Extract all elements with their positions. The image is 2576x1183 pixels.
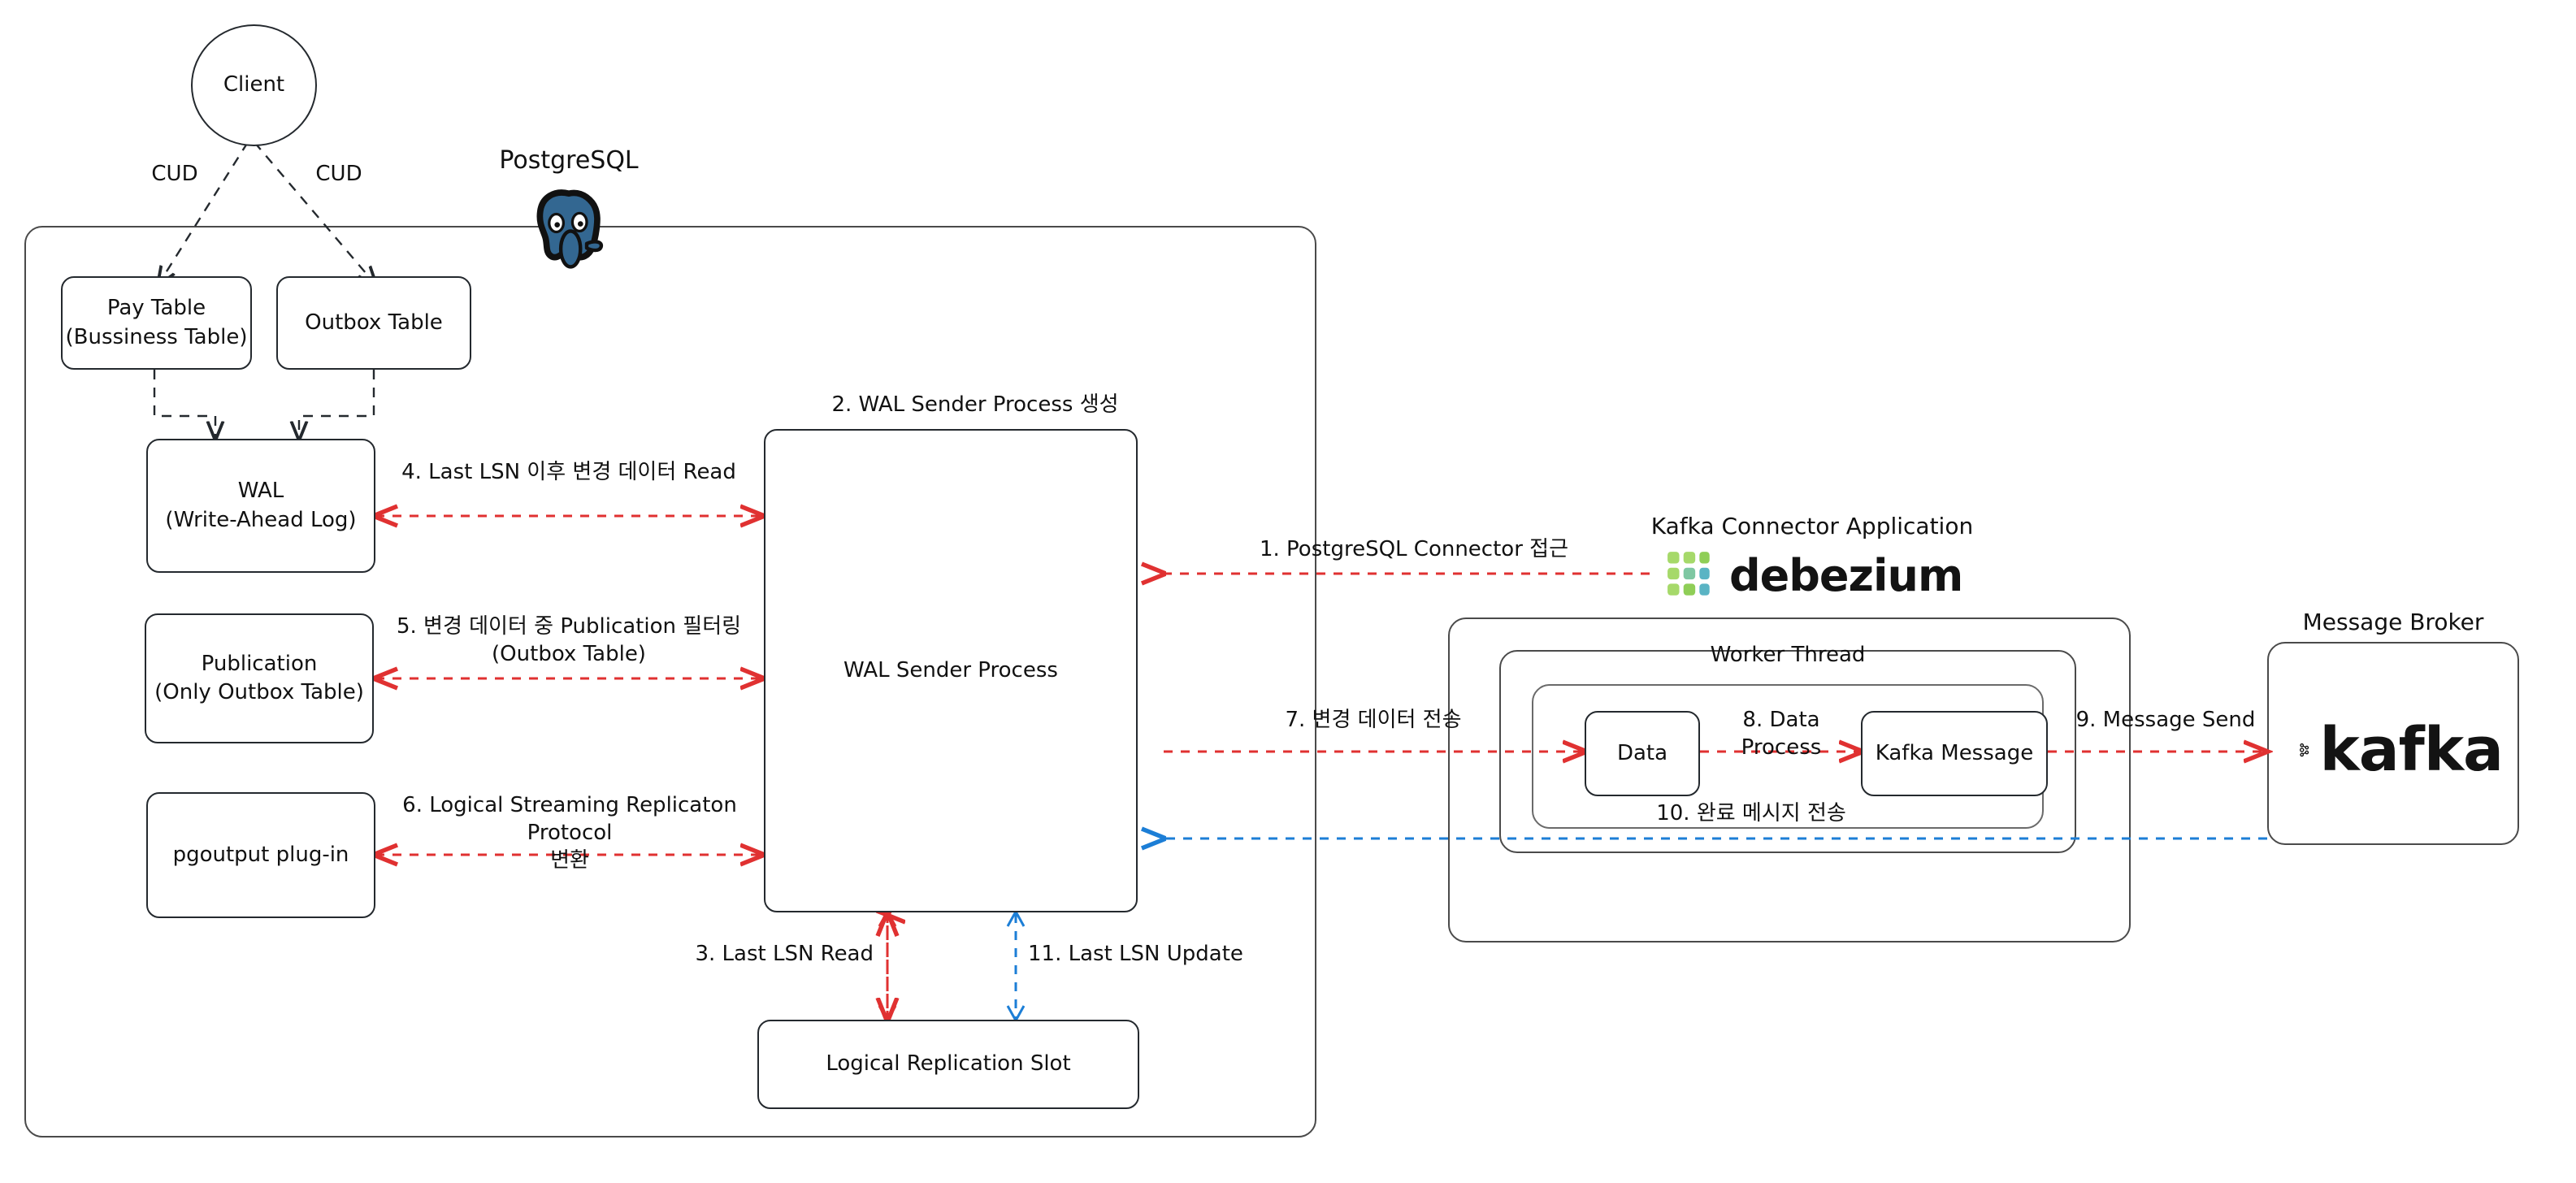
step5-label: 5. 변경 데이터 중 Publication 필터링 (Outbox Tabl… bbox=[396, 614, 742, 666]
node-logical-replication-slot[interactable]: Logical Replication Slot bbox=[757, 1020, 1139, 1109]
data-label: Data bbox=[1616, 740, 1668, 765]
node-wal[interactable]: WAL (Write-Ahead Log) bbox=[146, 439, 375, 573]
message-broker-title: Message Broker bbox=[2302, 609, 2484, 635]
pay-table-label: Pay Table (Bussiness Table) bbox=[65, 296, 248, 349]
node-client[interactable]: Client bbox=[191, 24, 317, 146]
node-pgoutput-plugin[interactable]: pgoutput plug-in bbox=[146, 792, 375, 918]
step4-label: 4. Last LSN 이후 변경 데이터 Read bbox=[401, 460, 736, 484]
debezium-logo: debezium bbox=[1666, 546, 1991, 604]
publication-label: Publication (Only Outbox Table) bbox=[154, 651, 364, 704]
kafka-icon bbox=[2300, 743, 2309, 757]
kafka-connector-container bbox=[1448, 618, 2131, 942]
wal-sender-process-label: WAL Sender Process bbox=[843, 657, 1058, 682]
debezium-icon bbox=[1667, 552, 1710, 596]
debezium-wordmark: debezium bbox=[1729, 549, 1963, 601]
outbox-table-label: Outbox Table bbox=[305, 310, 443, 335]
wal-sender-process-caption: 2. WAL Sender Process 생성 bbox=[831, 392, 1119, 417]
postgresql-elephant-icon bbox=[524, 183, 614, 272]
kafka-wordmark: kafka bbox=[2319, 715, 2504, 785]
postgresql-title: PostgreSQL bbox=[499, 146, 639, 175]
node-data[interactable]: Data bbox=[1585, 711, 1700, 796]
node-publication[interactable]: Publication (Only Outbox Table) bbox=[145, 613, 374, 743]
postgresql-container bbox=[24, 226, 1316, 1138]
step9-label: 9. Message Send bbox=[2075, 708, 2256, 732]
step7-label: 7. 변경 데이터 전송 bbox=[1285, 708, 1462, 732]
logical-replication-slot-label: Logical Replication Slot bbox=[826, 1051, 1071, 1077]
pgoutput-label: pgoutput plug-in bbox=[172, 842, 349, 867]
cud-right-label: CUD bbox=[315, 162, 362, 186]
step10-label: 10. 완료 메시지 전송 bbox=[1656, 801, 1846, 826]
cud-left-label: CUD bbox=[151, 162, 198, 186]
kafka-connector-title: Kafka Connector Application bbox=[1650, 513, 1974, 540]
worker-thread-title: Worker Thread bbox=[1710, 643, 1866, 667]
node-outbox-table[interactable]: Outbox Table bbox=[276, 276, 471, 370]
step8-label: 8. Data Process bbox=[1741, 708, 1822, 760]
step3-label: 3. Last LSN Read bbox=[695, 942, 874, 966]
step6-label: 6. Logical Streaming Replicaton Protocol… bbox=[402, 793, 737, 873]
node-kafka-message[interactable]: Kafka Message bbox=[1861, 711, 2048, 796]
node-wal-sender-process[interactable]: WAL Sender Process bbox=[764, 429, 1138, 912]
wal-label: WAL (Write-Ahead Log) bbox=[165, 479, 357, 532]
step1-label: 1. PostgreSQL Connector 접근 bbox=[1259, 537, 1568, 561]
kafka-logo: kafka bbox=[2300, 705, 2504, 795]
step11-label: 11. Last LSN Update bbox=[1028, 942, 1243, 966]
kafka-message-label: Kafka Message bbox=[1875, 740, 2034, 765]
client-label: Client bbox=[223, 72, 285, 98]
node-pay-table[interactable]: Pay Table (Bussiness Table) bbox=[61, 276, 252, 370]
